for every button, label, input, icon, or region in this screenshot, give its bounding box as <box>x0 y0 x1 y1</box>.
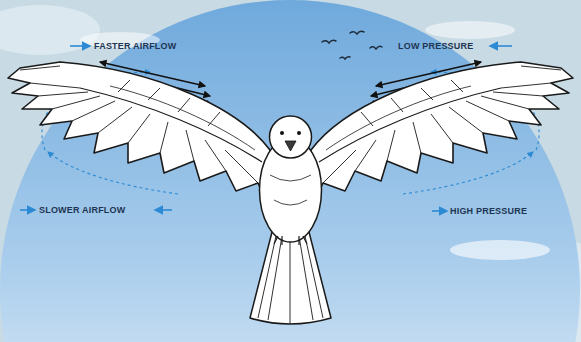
pressure-label: HIGH PRESSURE <box>450 206 527 217</box>
flow-label: SLOWER AIRFLOW <box>39 205 125 216</box>
pressure-label: LOW PRESSURE <box>398 41 473 52</box>
flow-label: FASTER AIRFLOW <box>94 41 176 52</box>
